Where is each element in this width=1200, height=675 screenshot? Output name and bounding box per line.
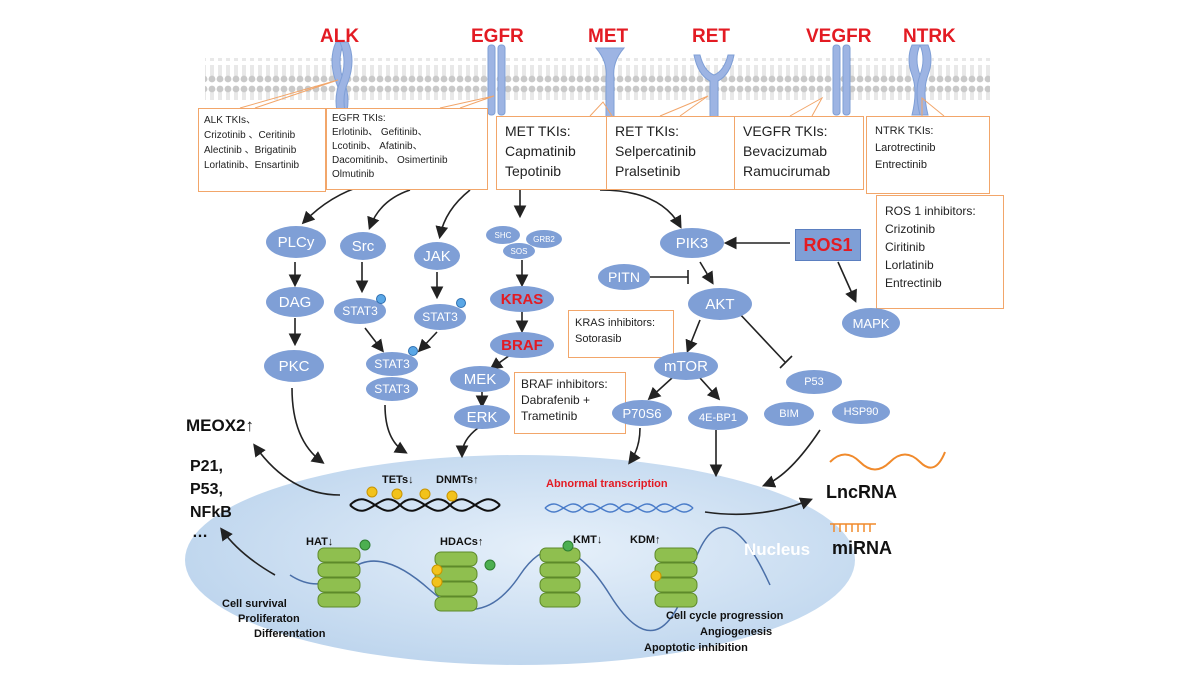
node-4e-bp1: 4E-BP1 — [688, 406, 748, 430]
node-pitn: PITN — [598, 264, 650, 290]
node-dag: DAG — [266, 287, 324, 317]
node-stat3-c: STAT3 — [366, 352, 418, 376]
braf-inhibitor-box: BRAF inhibitors: Dabrafenib + Trametinib — [514, 372, 626, 434]
meox2-label: MEOX2↑ — [186, 416, 255, 435]
node-jak: JAK — [414, 242, 460, 270]
kras-inhibitor-box: KRAS inhibitors: Sotorasib — [568, 310, 674, 358]
effect-proliferation: Proliferaton — [238, 613, 300, 625]
node-plcy: PLCy — [266, 226, 326, 258]
effect-cell-cycle: Cell cycle progression — [666, 610, 784, 622]
lncrna-label: LncRNA — [826, 482, 897, 502]
ros1-inhibitor-box: ROS 1 inhibitors: Crizotinib Ciritinib L… — [876, 195, 1004, 309]
node-erk: ERK — [454, 405, 510, 429]
receptor-label-met: MET — [588, 26, 629, 47]
nucleus-label: Nucleus — [744, 540, 811, 559]
kmt-label: KMT↓ — [573, 534, 603, 546]
mirna-label: miRNA — [832, 538, 893, 558]
node-akt: AKT — [688, 288, 752, 320]
vegfr-tki-box: VEGFR TKIs: Bevacizumab Ramucirumab — [734, 116, 864, 190]
receptor-label-vegfr: VEGFR — [806, 26, 872, 47]
mirna-comb — [830, 523, 876, 532]
node-shc: SHC — [486, 226, 520, 244]
node-grb2: GRB2 — [526, 230, 562, 248]
phosphate-icon — [408, 346, 418, 356]
node-src: Src — [340, 232, 386, 260]
ret-tki-box: RET TKIs: Selpercatinib Pralsetinib — [606, 116, 736, 190]
effect-cell-survival: Cell survival — [222, 598, 287, 610]
receptor-label-ret: RET — [692, 26, 730, 47]
node-bim: BIM — [764, 402, 814, 426]
nfkb-label: NFkB — [190, 504, 232, 521]
egfr-tki-box: EGFR TKIs: Erlotinib、 Gefitinib、 Lcotini… — [326, 108, 488, 190]
effect-differentiation: Differentation — [254, 628, 326, 640]
nucleosomes — [317, 547, 698, 612]
effect-angiogenesis: Angiogenesis — [700, 626, 773, 638]
node-stat3-b: STAT3 — [414, 304, 466, 330]
ellipsis-label: … — [192, 524, 208, 541]
receptor-label-alk: ALK — [320, 26, 360, 47]
abnormal-transcription-label: Abnormal transcription — [546, 478, 668, 490]
kdm-label: KDM↑ — [630, 534, 661, 546]
node-mek: MEK — [450, 366, 510, 392]
receptor-label-ntrk: NTRK — [903, 26, 956, 47]
node-pkc: PKC — [264, 350, 324, 382]
ntrk-tki-box: NTRK TKIs: Larotrectinib Entrectinib — [866, 116, 990, 194]
lncrna-wave — [829, 451, 946, 471]
node-mtor: mTOR — [654, 352, 718, 380]
methyl-groups — [366, 486, 458, 502]
dna-helix-left — [349, 498, 501, 512]
hdacs-label: HDACs↑ — [440, 536, 484, 548]
node-stat3-d: STAT3 — [366, 377, 418, 401]
alk-tki-box: ALK TKIs、 Crizotinib 、Ceritinib Alectini… — [198, 108, 326, 192]
phosphate-icon — [456, 298, 466, 308]
node-p53: P53 — [786, 370, 842, 394]
effect-apoptotic-inhibition: Apoptotic inhibition — [644, 642, 748, 654]
cell-membrane — [205, 58, 990, 100]
dnmts-label: DNMTs↑ — [436, 474, 479, 486]
pathway-arrows — [220, 184, 857, 576]
p21-label: P21, — [190, 458, 223, 475]
receptor-label-egfr: EGFR — [471, 26, 524, 47]
phosphate-icon — [376, 294, 386, 304]
dna-helix-right — [544, 503, 694, 513]
node-ros1: ROS1 — [795, 229, 861, 261]
met-tki-box: MET TKIs: Capmatinib Tepotinib — [496, 116, 612, 190]
hat-label: HAT↓ — [306, 536, 334, 548]
node-braf: BRAF — [490, 332, 554, 358]
node-p70s6: P70S6 — [612, 400, 672, 426]
node-sos: SOS — [503, 243, 535, 259]
node-hsp90: HSP90 — [832, 400, 890, 424]
node-kras: KRAS — [490, 286, 554, 312]
node-pik3: PIK3 — [660, 228, 724, 258]
p53-label: P53, — [190, 481, 223, 498]
tets-label: TETs↓ — [382, 474, 414, 486]
node-mapk: MAPK — [842, 308, 900, 338]
